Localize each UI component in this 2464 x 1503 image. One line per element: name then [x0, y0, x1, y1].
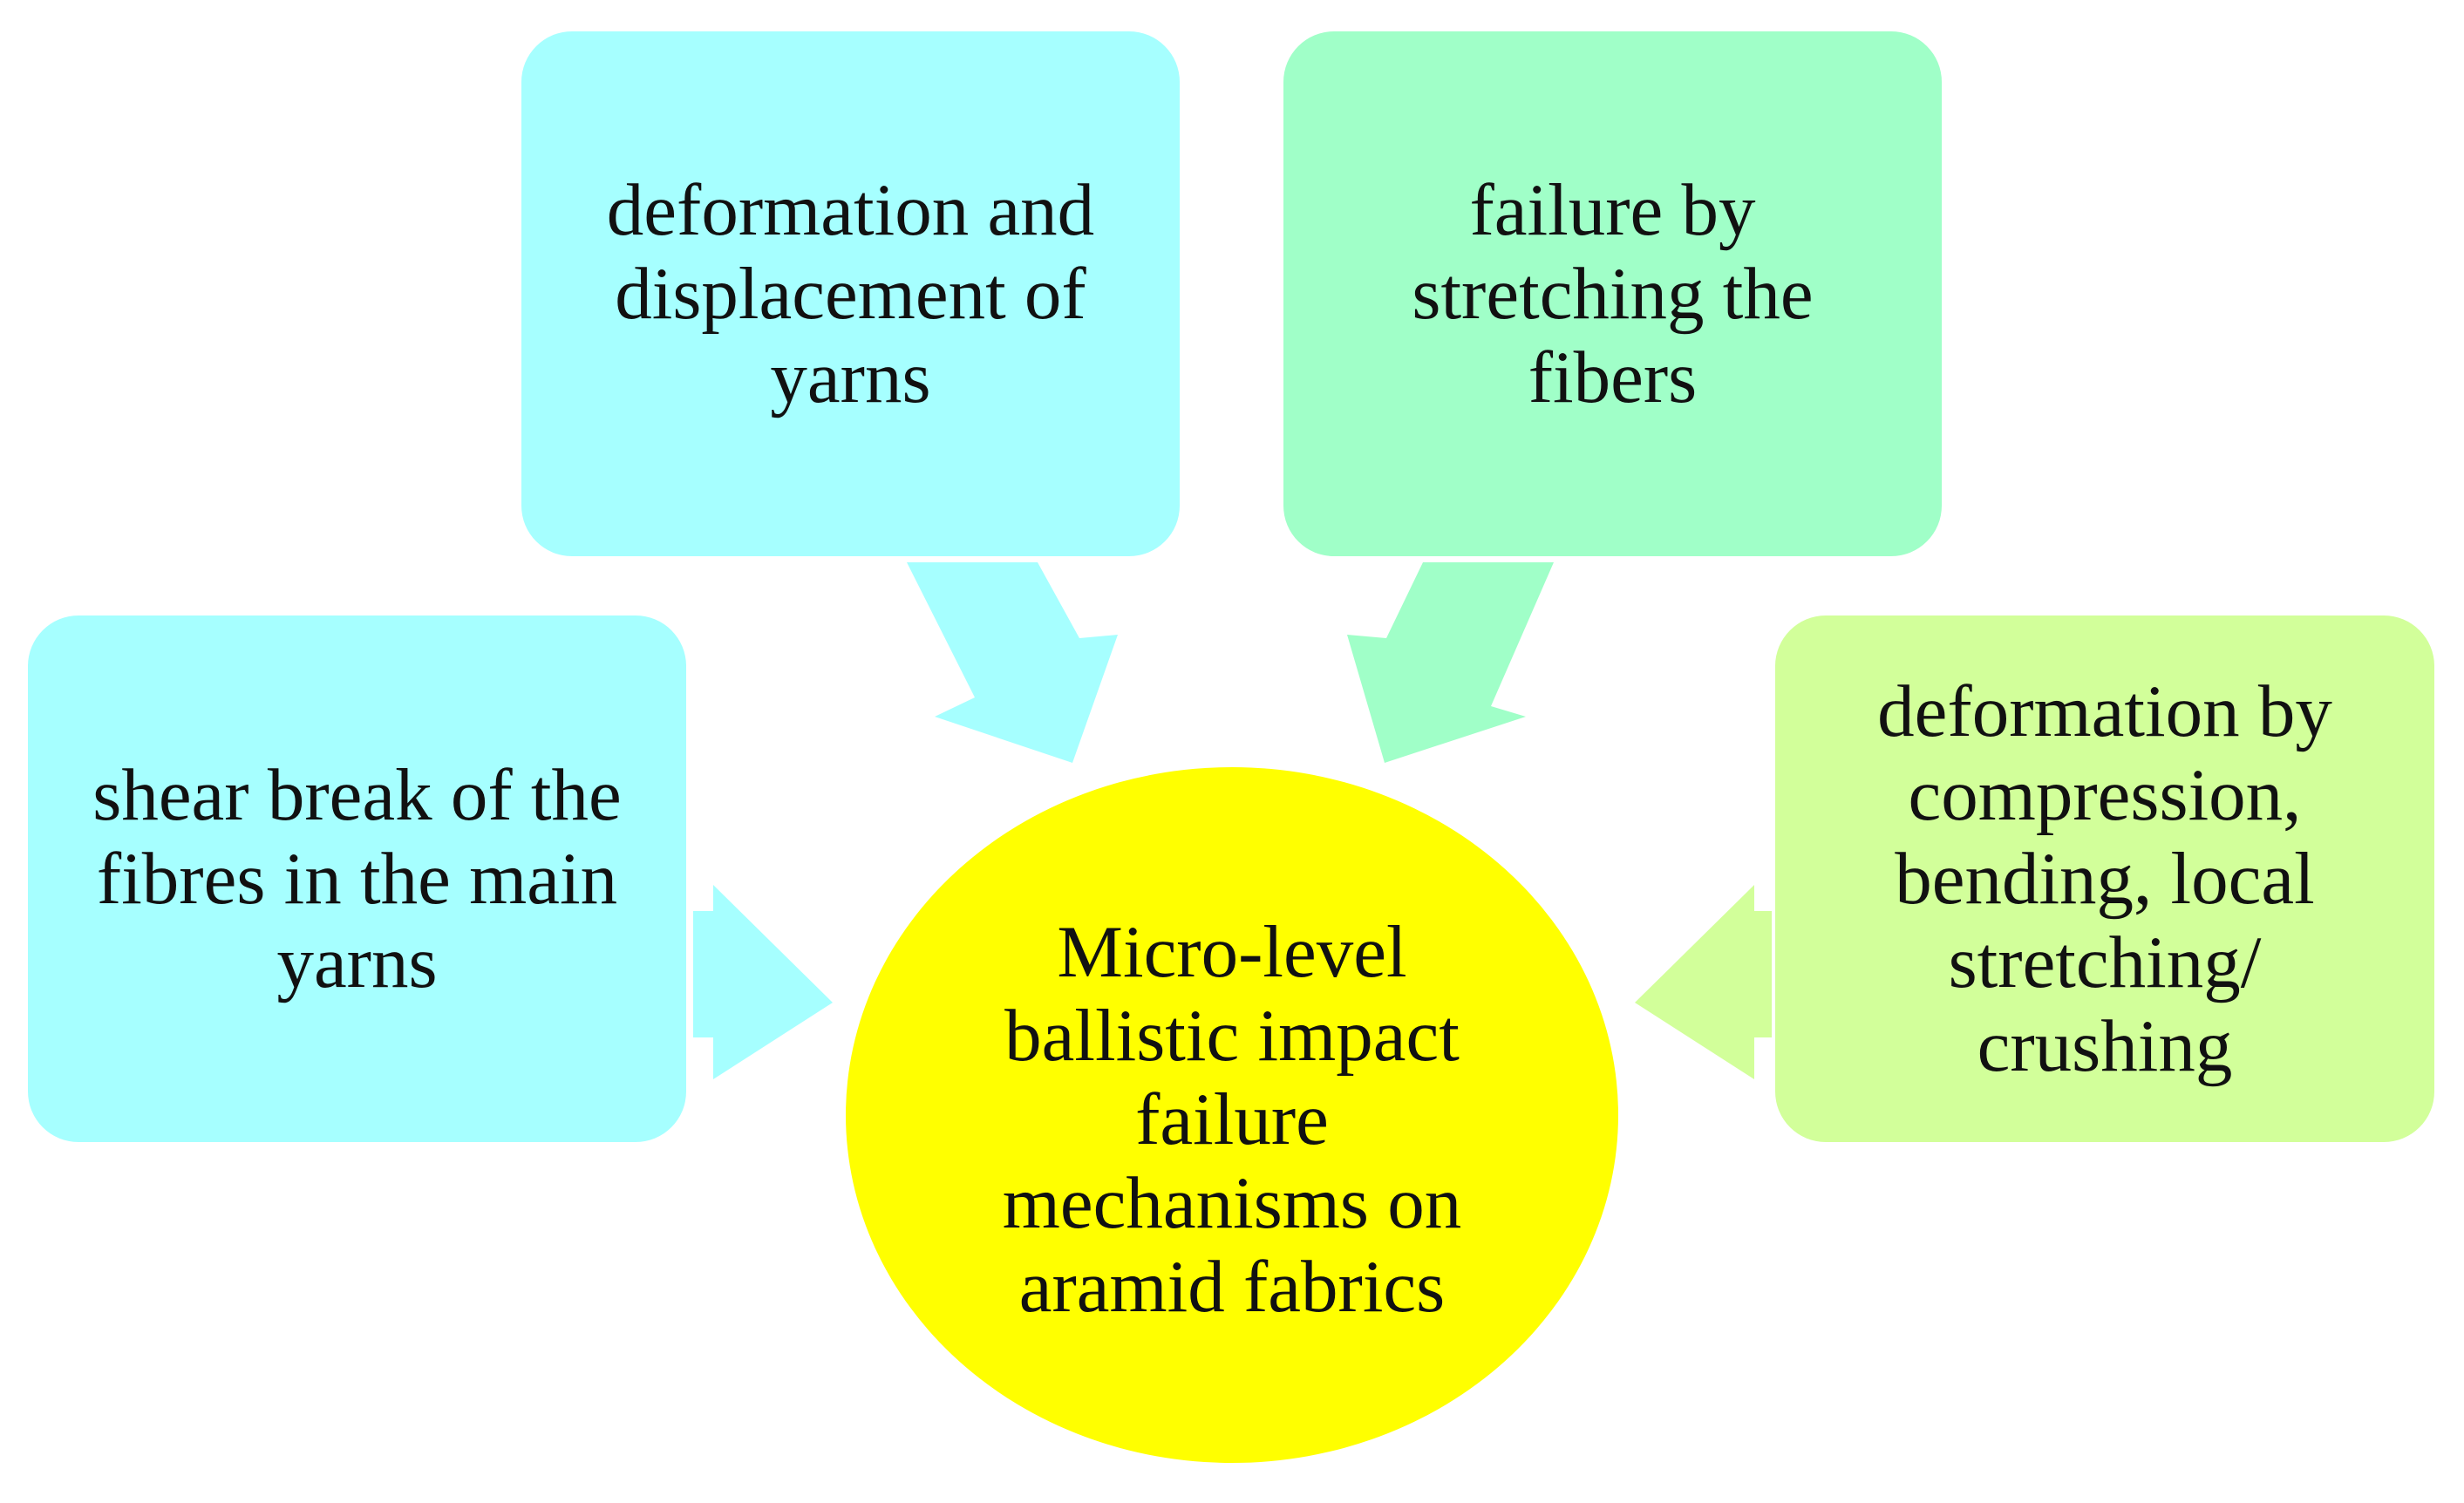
arrow-left-to-center — [693, 885, 833, 1079]
box-deformation-compression-label: deformation by compression, bending, loc… — [1877, 670, 2332, 1087]
box-shear-break: shear break of the fibres in the main ya… — [28, 615, 686, 1142]
box-failure-stretching-label: failure by stretching the fibers — [1412, 169, 1814, 418]
box-deformation-displacement-label: deformation and displacement of yarns — [606, 169, 1095, 418]
box-shear-break-label: shear break of the fibres in the main ya… — [92, 754, 622, 1003]
center-circle: Micro-level ballistic impact failure mec… — [846, 767, 1618, 1463]
arrow-top-left-to-center — [907, 562, 1118, 763]
box-deformation-compression: deformation by compression, bending, loc… — [1775, 615, 2434, 1142]
arrow-top-right-to-center — [1347, 562, 1554, 763]
arrow-right-to-center — [1635, 885, 1772, 1079]
box-deformation-displacement: deformation and displacement of yarns — [521, 31, 1180, 556]
center-circle-label: Micro-level ballistic impact failure mec… — [1002, 911, 1462, 1328]
box-failure-stretching: failure by stretching the fibers — [1283, 31, 1942, 556]
